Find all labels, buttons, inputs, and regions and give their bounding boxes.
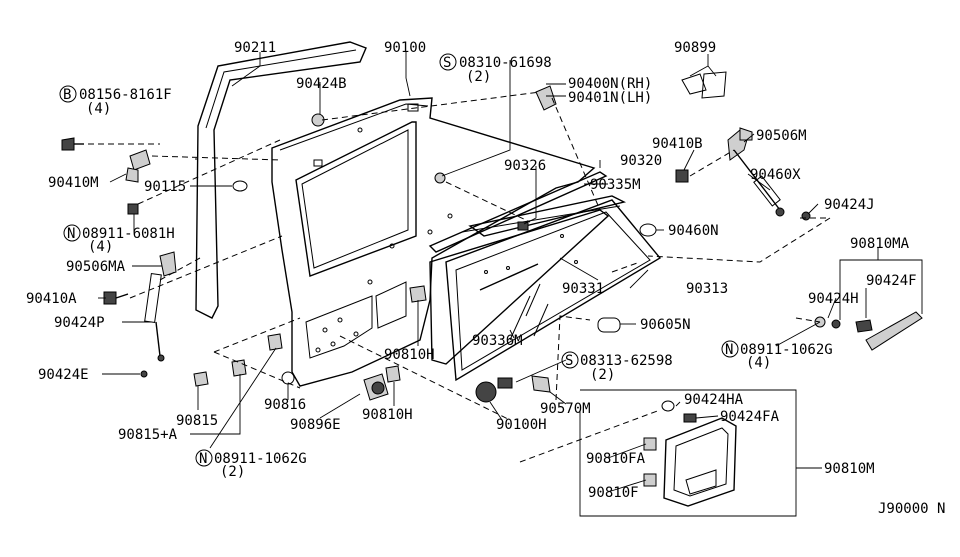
part-label: 90424J <box>824 197 875 213</box>
part-label: 90896E <box>290 417 341 433</box>
part-label: 90899 <box>674 40 716 56</box>
part-label: 90410A <box>26 291 77 307</box>
screw-callout-letter: S <box>443 55 451 71</box>
screw-callout-marker <box>561 351 579 369</box>
nut-callout-marker <box>721 340 739 358</box>
part-label: 08911-1062G <box>740 342 833 358</box>
part-label: 90313 <box>686 281 728 297</box>
part-label: 90400N(RH) <box>568 76 652 92</box>
part-label: 90100 <box>384 40 426 56</box>
part-label: 90810MA <box>850 236 910 252</box>
bolt-callout-marker <box>59 85 77 103</box>
bolt-callout-letter: B <box>63 87 71 103</box>
part-label: 90331 <box>562 281 604 297</box>
part-qty: (4) <box>86 101 111 117</box>
nut-callout-letter: N <box>725 342 733 358</box>
nut-callout-letter: N <box>67 226 75 242</box>
part-label: 90320 <box>620 153 662 169</box>
part-label: 90570M <box>540 401 591 417</box>
part-qty: (2) <box>220 464 245 480</box>
part-label: 90424E <box>38 367 89 383</box>
hardware-parts <box>61 71 923 507</box>
part-label: 90460N <box>668 223 719 239</box>
nut-callout-letter: N <box>199 451 207 467</box>
weatherstrip-part <box>195 41 367 319</box>
part-label: 90605N <box>640 317 691 333</box>
part-label: 08156-8161F <box>79 87 172 103</box>
part-label: 08911-1062G <box>214 451 307 467</box>
part-label: 90424F <box>866 273 917 289</box>
garnish-strips <box>428 171 627 253</box>
part-label: 90810H <box>362 407 413 423</box>
nut-callout-marker <box>195 449 213 467</box>
part-qty: (2) <box>590 367 615 383</box>
part-label: 90424FA <box>720 409 780 425</box>
part-label: 90336M <box>472 333 523 349</box>
part-label: 90424HA <box>684 392 744 408</box>
part-label: 90424H <box>808 291 859 307</box>
part-qty: (4) <box>746 355 771 371</box>
part-label: 90326 <box>504 158 546 174</box>
part-label: 90424B <box>296 76 347 92</box>
part-label: 90815 <box>176 413 218 429</box>
part-label: 90100H <box>496 417 547 433</box>
part-qty: (4) <box>88 239 113 255</box>
callout-markers: B S N N S N <box>59 53 739 467</box>
back-door-panel <box>271 97 596 387</box>
part-label: 08911-6081H <box>82 226 175 242</box>
part-label: 08313-62598 <box>580 353 673 369</box>
part-qty: (2) <box>466 69 491 85</box>
screw-callout-marker <box>439 53 457 71</box>
part-label: 90506MA <box>66 259 126 275</box>
back-glass <box>429 199 662 382</box>
part-label: 90810FA <box>586 451 646 467</box>
nut-callout-marker <box>63 224 81 242</box>
part-label: 08310-61698 <box>459 55 552 71</box>
part-label: 90815+A <box>118 427 178 443</box>
part-label: 90810F <box>588 485 639 501</box>
part-label: 90401N(LH) <box>568 90 652 106</box>
part-labels: 90211 90100 08310-61698 (2) 90899 08156-… <box>26 40 945 517</box>
screw-callout-letter: S <box>565 353 573 369</box>
part-label: 90460X <box>750 167 801 183</box>
guide-lines <box>88 91 832 463</box>
leader-lines <box>98 52 923 517</box>
part-label: 90115 <box>144 179 186 195</box>
part-label: 90816 <box>264 397 306 413</box>
part-label: 90410M <box>48 175 99 191</box>
part-label: 90335M <box>590 177 641 193</box>
part-label: 90424P <box>54 315 105 331</box>
part-label: 90410B <box>652 136 703 152</box>
diagram-code: J90000 N <box>878 501 945 517</box>
part-label: 90211 <box>234 40 276 56</box>
part-label: 90810M <box>824 461 875 477</box>
part-label: 90506M <box>756 128 807 144</box>
part-label: 90810H <box>384 347 435 363</box>
